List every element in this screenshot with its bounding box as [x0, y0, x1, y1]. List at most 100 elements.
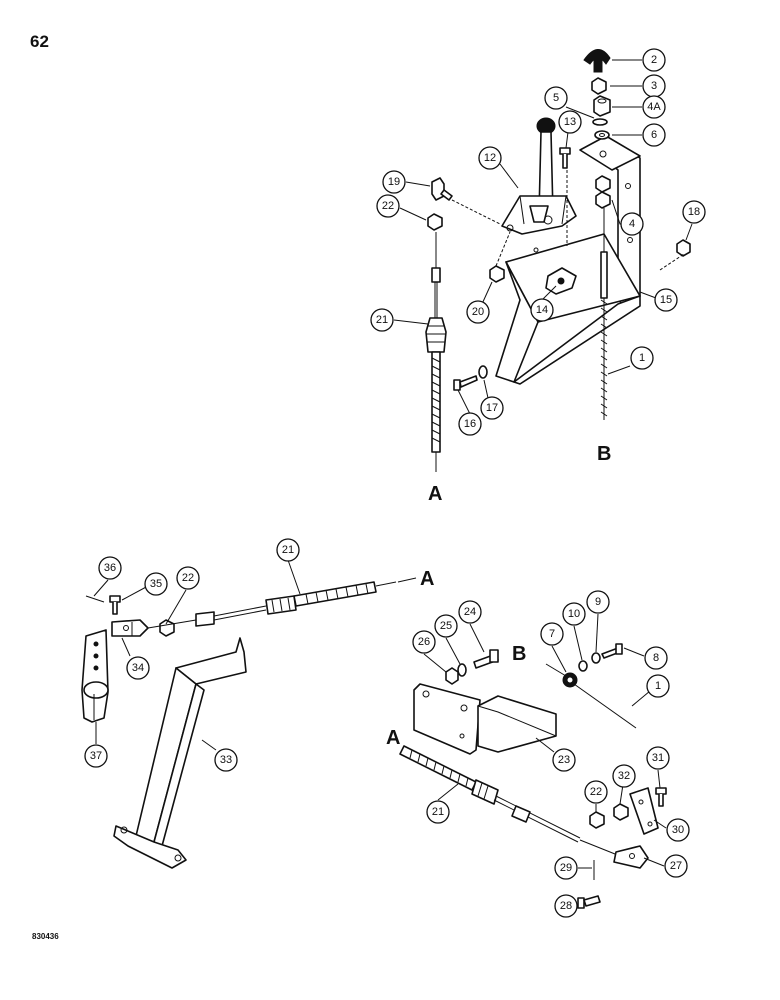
svg-text:25: 25 — [440, 620, 452, 632]
callout-30: 30 — [666, 818, 690, 842]
nut-32 — [613, 803, 629, 821]
svg-text:32: 32 — [618, 770, 630, 782]
callout-37: 37 — [84, 744, 108, 768]
svg-text:7: 7 — [549, 628, 555, 640]
washers-10-9 — [578, 652, 601, 672]
callout-1-lower: 1 — [646, 674, 670, 698]
callout-22-right: 22 — [584, 780, 608, 804]
svg-text:37: 37 — [90, 750, 102, 762]
svg-text:33: 33 — [220, 754, 232, 766]
nut-3 — [591, 77, 607, 95]
svg-text:18: 18 — [688, 206, 700, 218]
page-number: 62 — [30, 32, 49, 51]
svg-text:4A: 4A — [647, 101, 661, 113]
svg-text:15: 15 — [660, 294, 672, 306]
svg-text:1: 1 — [655, 680, 661, 692]
push-pull-cable-21-left — [147, 581, 397, 629]
screw-24-washers-25-26 — [445, 649, 499, 685]
callout-36: 36 — [98, 556, 122, 580]
nut-4a — [593, 95, 611, 117]
svg-text:3: 3 — [651, 80, 657, 92]
svg-text:27: 27 — [670, 860, 682, 872]
nut-18 — [676, 239, 691, 257]
svg-text:17: 17 — [486, 402, 498, 414]
svg-text:21: 21 — [432, 806, 444, 818]
callout-20: 20 — [466, 300, 490, 324]
callout-29: 29 — [554, 856, 578, 880]
pin-29-screw-28 — [577, 860, 601, 909]
callout-32: 32 — [612, 764, 636, 788]
callout-21-left: 21 — [276, 538, 300, 562]
svg-text:5: 5 — [553, 92, 559, 104]
svg-text:19: 19 — [388, 176, 400, 188]
clamp-7 — [545, 663, 637, 729]
connector-a-lower: A — [386, 727, 400, 749]
callout-22-left: 22 — [176, 566, 200, 590]
svg-text:6: 6 — [651, 129, 657, 141]
washer-6 — [594, 130, 610, 140]
svg-text:31: 31 — [652, 752, 664, 764]
callout-3: 3 — [642, 74, 666, 98]
callout-27: 27 — [664, 854, 688, 878]
push-pull-cable-21-upper — [425, 232, 447, 472]
svg-text:1: 1 — [639, 352, 645, 364]
callout-26: 26 — [412, 630, 436, 654]
callout-2: 2 — [642, 48, 666, 72]
connector-b-lower: B — [512, 643, 526, 665]
svg-text:29: 29 — [560, 862, 572, 874]
link-30 — [629, 787, 659, 835]
connector-a-upper: A — [428, 483, 442, 505]
shift-lever-12 — [501, 117, 577, 235]
svg-text:8: 8 — [653, 652, 659, 664]
lever-arm-37 — [81, 629, 109, 723]
callout-1-upper: 1 — [630, 346, 654, 370]
mount-bracket-23 — [413, 683, 557, 755]
svg-text:13: 13 — [564, 116, 576, 128]
callout-35: 35 — [144, 572, 168, 596]
callout-13: 13 — [558, 110, 582, 134]
svg-text:4: 4 — [629, 218, 635, 230]
callout-21-upper: 21 — [370, 308, 394, 332]
svg-text:20: 20 — [472, 306, 484, 318]
callout-18: 18 — [682, 200, 706, 224]
connector-a-left: A — [420, 568, 434, 590]
svg-text:22: 22 — [382, 200, 394, 212]
svg-text:26: 26 — [418, 636, 430, 648]
clevis-27 — [613, 845, 649, 869]
svg-text:34: 34 — [132, 662, 144, 674]
svg-text:21: 21 — [376, 314, 388, 326]
callout-6: 6 — [642, 123, 666, 147]
svg-text:23: 23 — [558, 754, 570, 766]
callout-14: 14 — [530, 298, 554, 322]
svg-text:28: 28 — [560, 900, 572, 912]
callout-15: 15 — [654, 288, 678, 312]
svg-text:30: 30 — [672, 824, 684, 836]
callout-12: 12 — [478, 146, 502, 170]
washer-5 — [592, 118, 608, 126]
support-bracket-33 — [113, 637, 247, 869]
figure-code: 830436 — [32, 932, 59, 941]
push-pull-cable-21-lower — [399, 745, 621, 857]
callout-25: 25 — [434, 614, 458, 638]
svg-text:22: 22 — [590, 786, 602, 798]
svg-text:16: 16 — [464, 418, 476, 430]
callout-19: 19 — [382, 170, 406, 194]
callout-17: 17 — [480, 396, 504, 420]
callout-31: 31 — [646, 746, 670, 770]
svg-text:2: 2 — [651, 54, 657, 66]
pin-36 — [85, 595, 105, 603]
svg-text:36: 36 — [104, 562, 116, 574]
callout-28: 28 — [554, 894, 578, 918]
callout-8: 8 — [644, 646, 668, 670]
callout-23: 23 — [552, 748, 576, 772]
callout-22-upper: 22 — [376, 194, 400, 218]
svg-text:35: 35 — [150, 578, 162, 590]
clevis-19 — [431, 177, 453, 201]
screw-16-washer-17 — [453, 365, 488, 391]
callout-5: 5 — [544, 86, 568, 110]
clevis-34 — [111, 619, 149, 637]
svg-text:22: 22 — [182, 572, 194, 584]
screw-31 — [655, 787, 667, 807]
